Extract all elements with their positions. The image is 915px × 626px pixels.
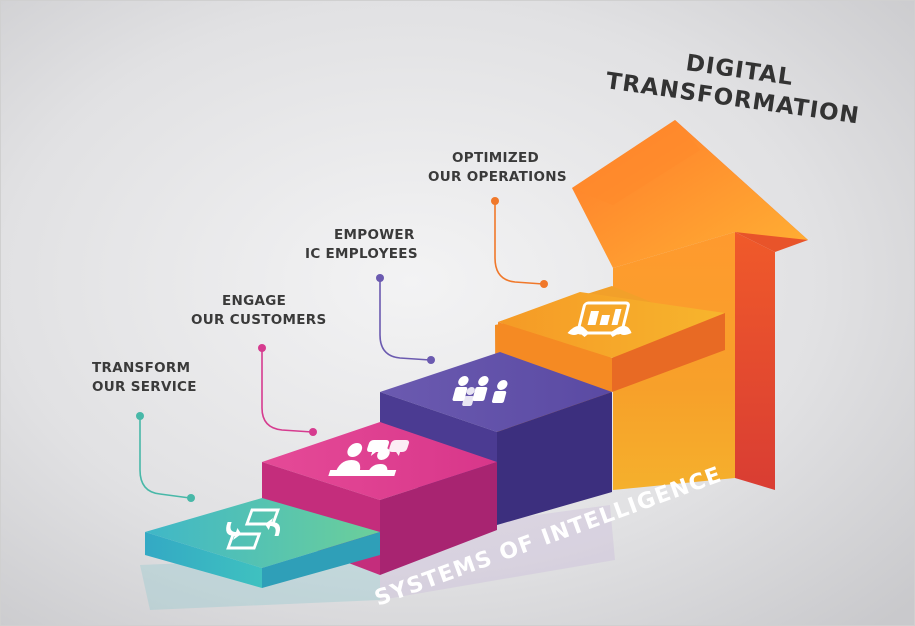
step-3-label-line1: EMPOWER — [334, 227, 415, 243]
step-1-block — [145, 498, 380, 588]
connector-4 — [491, 197, 548, 288]
step-1-label-line2: OUR SERVICE — [92, 379, 197, 395]
step-2-top — [262, 422, 497, 500]
customers-chat-icon — [328, 440, 410, 476]
step-3-label-line2: IC EMPLOYEES — [305, 246, 418, 262]
employees-group-icon — [452, 376, 508, 406]
step-2-label-line2: OUR CUSTOMERS — [191, 312, 327, 328]
step-2-label-line1: ENGAGE — [222, 293, 286, 309]
step-1-label-line1: TRANSFORM — [92, 360, 190, 376]
step-4-label-line1: OPTIMIZED — [452, 150, 539, 166]
connector-2 — [258, 344, 317, 436]
connector-1 — [136, 412, 195, 502]
step-4-top — [498, 292, 725, 358]
connector-3 — [376, 274, 435, 364]
step-1-top — [145, 498, 380, 568]
operations-tablet-icon — [567, 301, 632, 337]
transform-arrows-icon — [226, 508, 281, 550]
step-4-label-line2: OUR OPERATIONS — [428, 169, 567, 185]
